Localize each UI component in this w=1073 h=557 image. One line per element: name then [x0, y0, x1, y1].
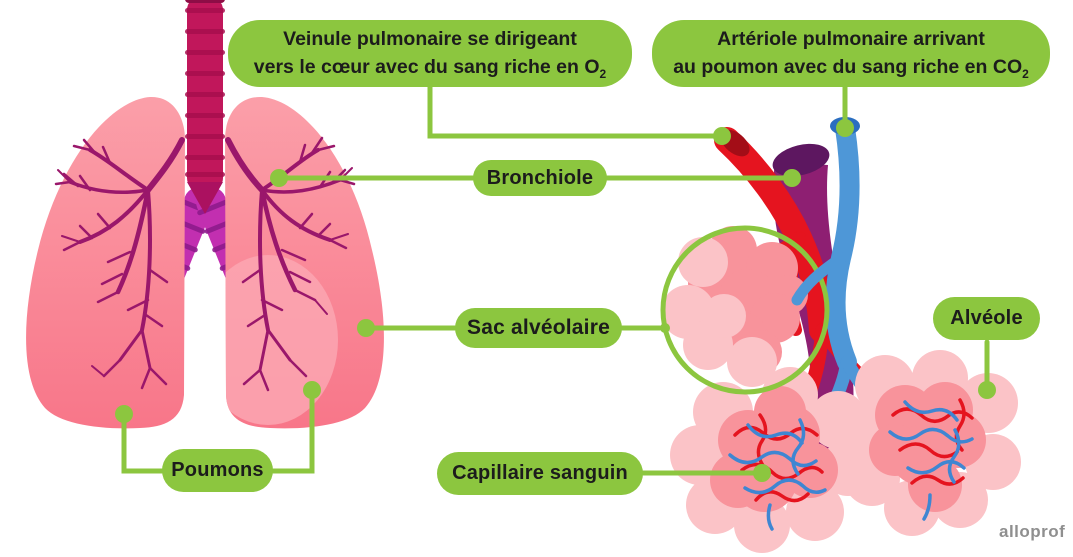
bronchiole-opening [772, 143, 830, 177]
alveolar-sac-circled [661, 226, 808, 387]
label-alveole: Alvéole [933, 297, 1040, 340]
label-veinule-line1: Veinule pulmonaire se dirigeant [283, 28, 577, 51]
connector-dots [115, 119, 996, 482]
label-capillaire-sanguin: Capillaire sanguin [437, 452, 643, 495]
label-arteriole-line2: au poumon avec du sang riche en CO2 [673, 55, 1029, 81]
alveolar-sac-right [833, 350, 1021, 536]
label-arteriole-pulmonaire: Artériole pulmonaire arrivant au poumon … [652, 20, 1050, 87]
bronchial-tree-left [54, 137, 185, 390]
trachea [185, 0, 225, 214]
label-arteriole-line1: Artériole pulmonaire arrivant [717, 28, 985, 51]
arteriole-branch-into-sac [791, 252, 847, 306]
carina [187, 182, 223, 214]
capillary-web-right [888, 398, 974, 521]
connector-poumons-left [121, 411, 165, 474]
connector-poumons-right [270, 387, 315, 474]
right-lung [225, 96, 384, 429]
label-veinule-pulmonaire: Veinule pulmonaire se dirigeant vers le … [228, 20, 632, 87]
magnifier-circle [660, 225, 830, 395]
label-veinule-line2: vers le cœur avec du sang riche en O2 [253, 55, 607, 81]
label-bronchiole: Bronchiole [473, 160, 607, 196]
alveolar-sac-left [670, 367, 876, 553]
bronchial-tree-right [225, 136, 356, 392]
label-poumons: Poumons [162, 449, 273, 492]
connector-lines [121, 84, 990, 476]
connector-veinule [427, 84, 718, 139]
capillary-web-left [728, 413, 827, 531]
alloprof-watermark: alloprof [999, 522, 1066, 541]
label-sac-alveolaire: Sac alvéolaire [455, 308, 622, 348]
